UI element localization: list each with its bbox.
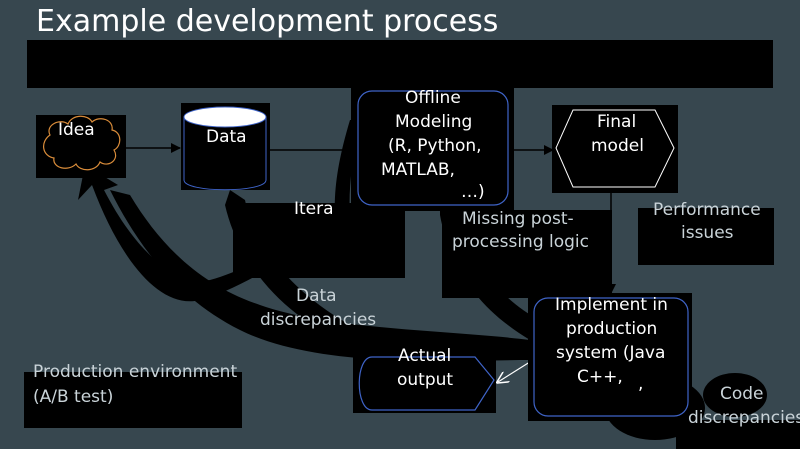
performance-line2: issues [681,223,734,243]
title-banner [27,40,773,88]
implement-label-line3: system (Java [556,343,666,363]
itera-label-bg [233,203,405,278]
missing-logic-line2: processing logic [452,232,590,252]
implement-label-line1: Implement in [555,295,668,315]
actual-node-outline [358,356,495,411]
itera-annotation: Itera [294,199,334,219]
data-discrepancies-line2: discrepancies [260,310,377,330]
slide-title: Example development process [36,4,499,39]
final-node-bg [552,105,678,193]
actual-label-line1: Actual [398,346,452,366]
feedback-arrow-itera [78,165,360,302]
implement-label-line4: C++, [577,367,623,387]
offline-label-line4: MATLAB, [381,160,455,180]
offline-node-bg [351,88,514,211]
implement-node-outline [533,297,689,417]
missing-logic-line1: Missing post- [462,209,574,229]
code-discrepancies-line2: discrepancies [688,408,800,428]
code-disc-blob-2 [703,373,767,417]
offline-label-line3: (R, Python, [388,136,482,156]
data-cylinder-body [183,117,267,191]
actual-label-line2: output [397,370,454,390]
prod-env-line1: Production environment [33,362,238,382]
offline-label-line1: Offline [405,88,461,108]
implement-label-line5: , [638,374,644,394]
missing-logic-bg [442,210,612,298]
idea-cloud-shape [43,115,121,171]
prod-env-bg [24,372,242,428]
offline-label-line2: Modeling [395,112,473,132]
performance-line1: Performance [653,200,761,220]
offline-label-line5: …) [461,182,485,202]
final-hexagon-shape [555,109,675,188]
idea-label: Idea [58,120,95,140]
implement-node-bg [528,293,692,421]
code-discrepancies-line1: Code [720,384,764,404]
data-discrepancies-line1: Data [296,286,337,306]
final-label-line1: Final [597,112,637,132]
actual-node-bg [353,343,496,413]
performance-bg [638,208,774,265]
prod-env-line2: (A/B test) [33,387,114,407]
data-label: Data [206,127,247,147]
implement-label-line2: production [566,319,658,339]
final-label-line2: model [591,136,644,156]
arrow-implement-actual [498,359,534,382]
data-cylinder-top [183,106,267,128]
offline-node-outline [357,90,509,206]
